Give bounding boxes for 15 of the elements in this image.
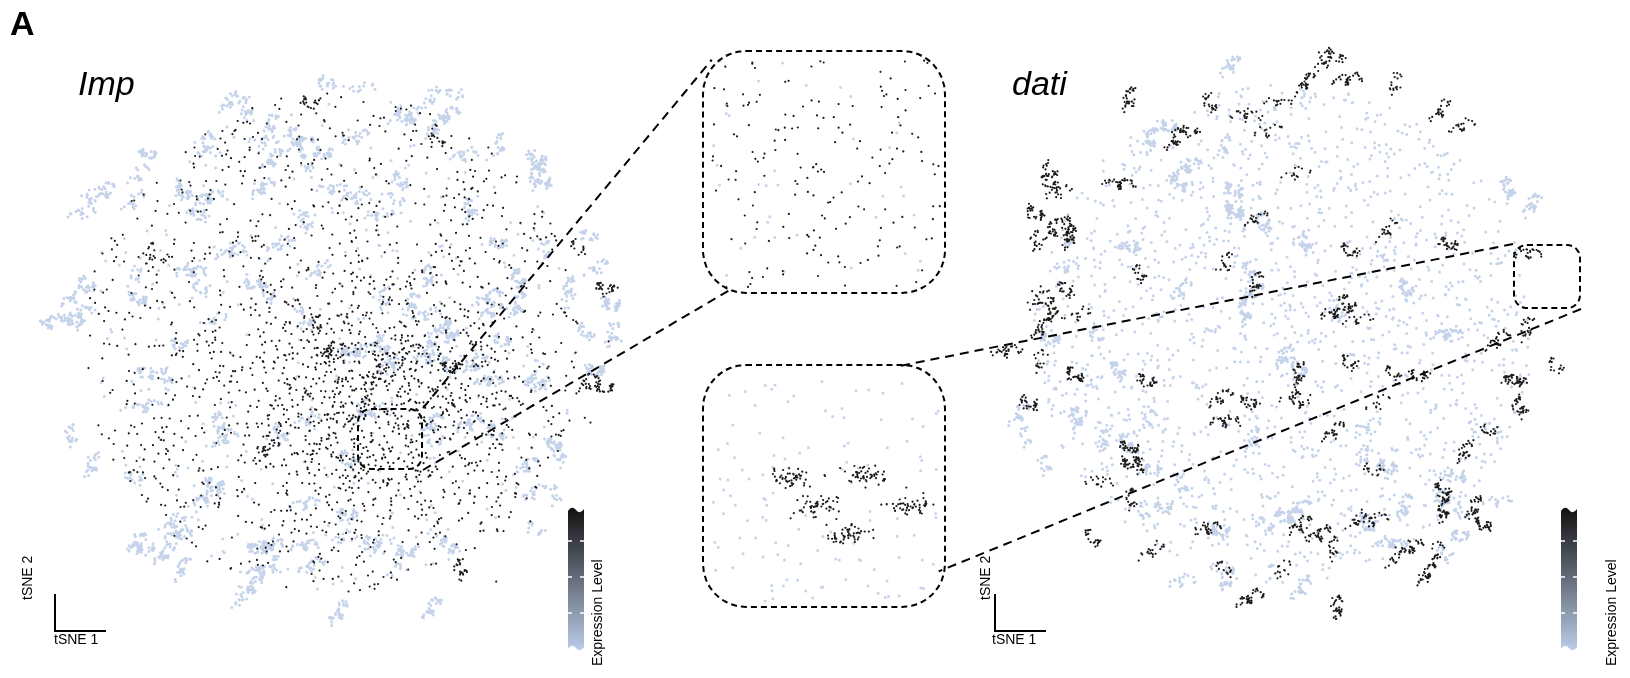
- label: tSNE 1: [54, 632, 99, 646]
- label: Imp: [78, 66, 135, 100]
- label: A: [10, 6, 35, 40]
- axis-label: tSNE 2: [978, 555, 992, 600]
- axis-label: Expression Level: [1604, 559, 1618, 666]
- label: tSNE 1: [992, 632, 1037, 646]
- zoom-region-box: [357, 408, 423, 470]
- axis-label: Expression Level: [590, 559, 604, 666]
- dashed-connector: [422, 58, 713, 409]
- zoom-inset-scatter: [702, 364, 946, 608]
- dashed-connector: [937, 308, 1582, 573]
- label: dati: [1012, 66, 1067, 100]
- zoom-region-box: [1513, 244, 1581, 309]
- zoom-inset-scatter: [702, 50, 946, 294]
- axis-label: tSNE 2: [20, 555, 34, 600]
